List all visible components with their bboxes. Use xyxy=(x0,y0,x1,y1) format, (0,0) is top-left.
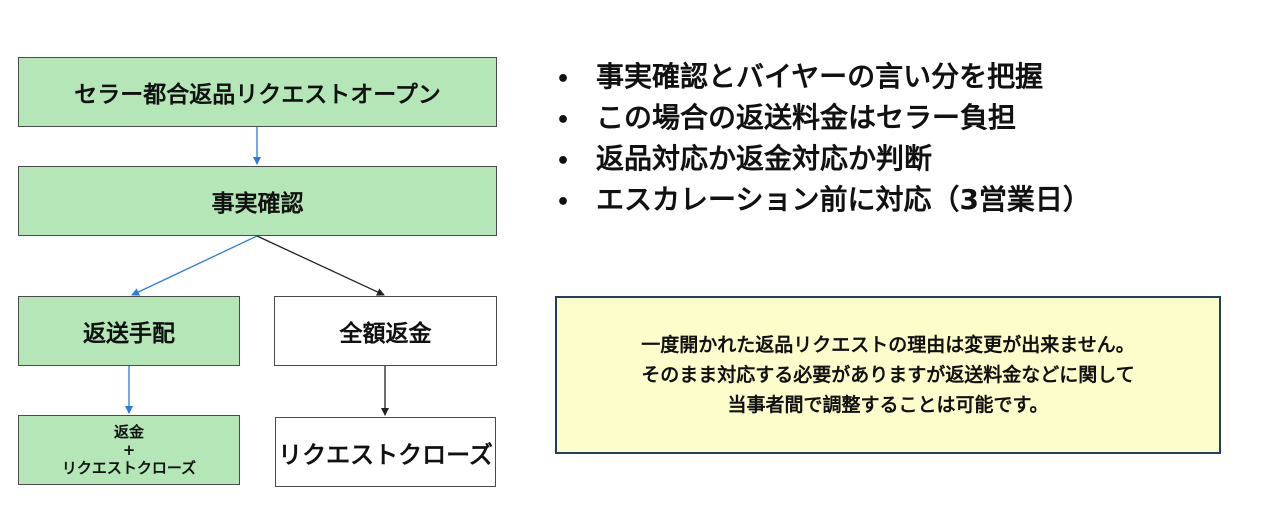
step-request-close: リクエストクローズ xyxy=(275,417,496,487)
step-arrange-return-label: 返送手配 xyxy=(83,321,175,347)
step-fact-check-label: 事実確認 xyxy=(211,191,304,217)
step-refund-and-close: 返金 + リクエストクローズ xyxy=(18,415,240,485)
step-arrange-return: 返送手配 xyxy=(18,296,240,366)
bullet-text: 事実確認とバイヤーの言い分を把握 xyxy=(596,60,1044,93)
step-request-open: セラー都合返品リクエストオープン xyxy=(18,57,497,127)
arrow-step2-to-refund xyxy=(256,235,385,296)
bullet-marker: • xyxy=(556,190,571,215)
note-line: そのまま対応する必要がありますが返送料金などに関して xyxy=(641,364,1135,386)
bullet-text: この場合の返送料金はセラー負担 xyxy=(596,101,1017,134)
step-full-refund-label: 全額返金 xyxy=(339,321,432,347)
note-line: 当事者間で調整することは可能です。 xyxy=(727,394,1049,416)
bullet-text: 返品対応か返金対応か判断 xyxy=(596,142,933,175)
bullet-marker: • xyxy=(556,149,571,174)
bullet-list: • 事実確認とバイヤーの言い分を把握 • この場合の返送料金はセラー負担 • 返品対応… xyxy=(556,56,1091,220)
bullet-item: • この場合の返送料金はセラー負担 xyxy=(556,97,1091,138)
step-refund-and-close-line2: + xyxy=(122,441,136,459)
bullet-text: エスカレーション前に対応（3営業日） xyxy=(596,183,1091,216)
step-full-refund: 全額返金 xyxy=(274,296,497,366)
bullet-item: • エスカレーション前に対応（3営業日） xyxy=(556,179,1091,220)
bullet-item: • 事実確認とバイヤーの言い分を把握 xyxy=(556,56,1091,97)
step-fact-check: 事実確認 xyxy=(18,166,497,236)
bullet-item: • 返品対応か返金対応か判断 xyxy=(556,138,1091,179)
step-request-close-label: リクエストクローズ xyxy=(278,440,493,469)
step-refund-and-close-line1: 返金 xyxy=(113,423,144,441)
step-request-open-label: セラー都合返品リクエストオープン xyxy=(74,82,441,108)
step-refund-and-close-line3: リクエストクローズ xyxy=(61,459,197,477)
note-line: 一度開かれた返品リクエストの理由は変更が出来ません。 xyxy=(641,334,1135,356)
arrow-step2-to-return xyxy=(131,235,258,296)
bullet-marker: • xyxy=(556,67,571,92)
note-box: 一度開かれた返品リクエストの理由は変更が出来ません。 そのまま対応する必要があり… xyxy=(555,296,1221,454)
bullet-marker: • xyxy=(556,108,571,133)
